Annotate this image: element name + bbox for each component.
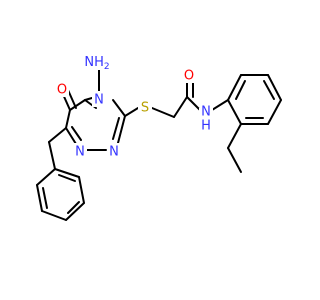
ring-n1-label: N [75, 145, 85, 160]
bond-s-ch2 [151, 107, 175, 118]
bond-co-n [186, 96, 201, 111]
bond-n4-c3 [112, 99, 126, 117]
sulfur-label: S [141, 101, 149, 116]
bond-keto-2 [67, 89, 77, 109]
amino-label: NH2 [84, 55, 109, 72]
bond-ph3 [41, 210, 67, 221]
bond-ar1 [227, 74, 242, 101]
bond-c6-ch2 [48, 127, 67, 143]
ring-n2-label: N [109, 145, 119, 160]
bond-c3-s [124, 107, 139, 117]
amide-oxygen-label: O [184, 69, 194, 84]
bond-ar3 [267, 74, 282, 101]
ring-n4-label: N [94, 93, 104, 108]
structure-canvas: NH2 N O N N S O N H [36, 52, 282, 221]
bond-c3-n2-double [112, 117, 120, 140]
bond-ar4 [267, 99, 282, 125]
amide-hydrogen-label: H [201, 119, 211, 134]
bond-ar3-inner [263, 80, 275, 100]
bond-ch2-co [173, 96, 188, 118]
bond-c5-c4 [69, 99, 86, 111]
bond-n-aryl [211, 99, 229, 111]
bond-ethyl-2 [227, 147, 242, 173]
bond-ph5 [78, 176, 85, 204]
molecule-diagram: NH2 N O N N S O N H [36, 52, 282, 221]
atom-labels: NH2 N O N N S O N H [55, 52, 213, 160]
bond-ph2 [36, 184, 43, 212]
bond-c6-c5 [65, 109, 71, 129]
bond-ph1-inner [42, 187, 48, 209]
bond-ar1-inner [235, 80, 246, 100]
bond-ethyl-1 [227, 123, 242, 149]
bond-ph3-inner [67, 201, 80, 214]
bond-ph1 [36, 168, 56, 186]
bond-ar6 [227, 99, 242, 125]
keto-oxygen-label: O [57, 83, 67, 98]
bond-n1-c6 [65, 127, 77, 145]
bond-ph4 [65, 202, 85, 221]
amide-nitrogen-label: N [201, 105, 211, 120]
bond-c4-n4 [84, 97, 93, 101]
bond-ch2-ph [48, 141, 56, 170]
bond-ph5-inner [58, 174, 76, 182]
bond-n1-c6-double [71, 126, 82, 141]
bond-ph6 [54, 168, 80, 178]
bond-c3-n2 [117, 115, 126, 144]
bonds [36, 65, 282, 221]
